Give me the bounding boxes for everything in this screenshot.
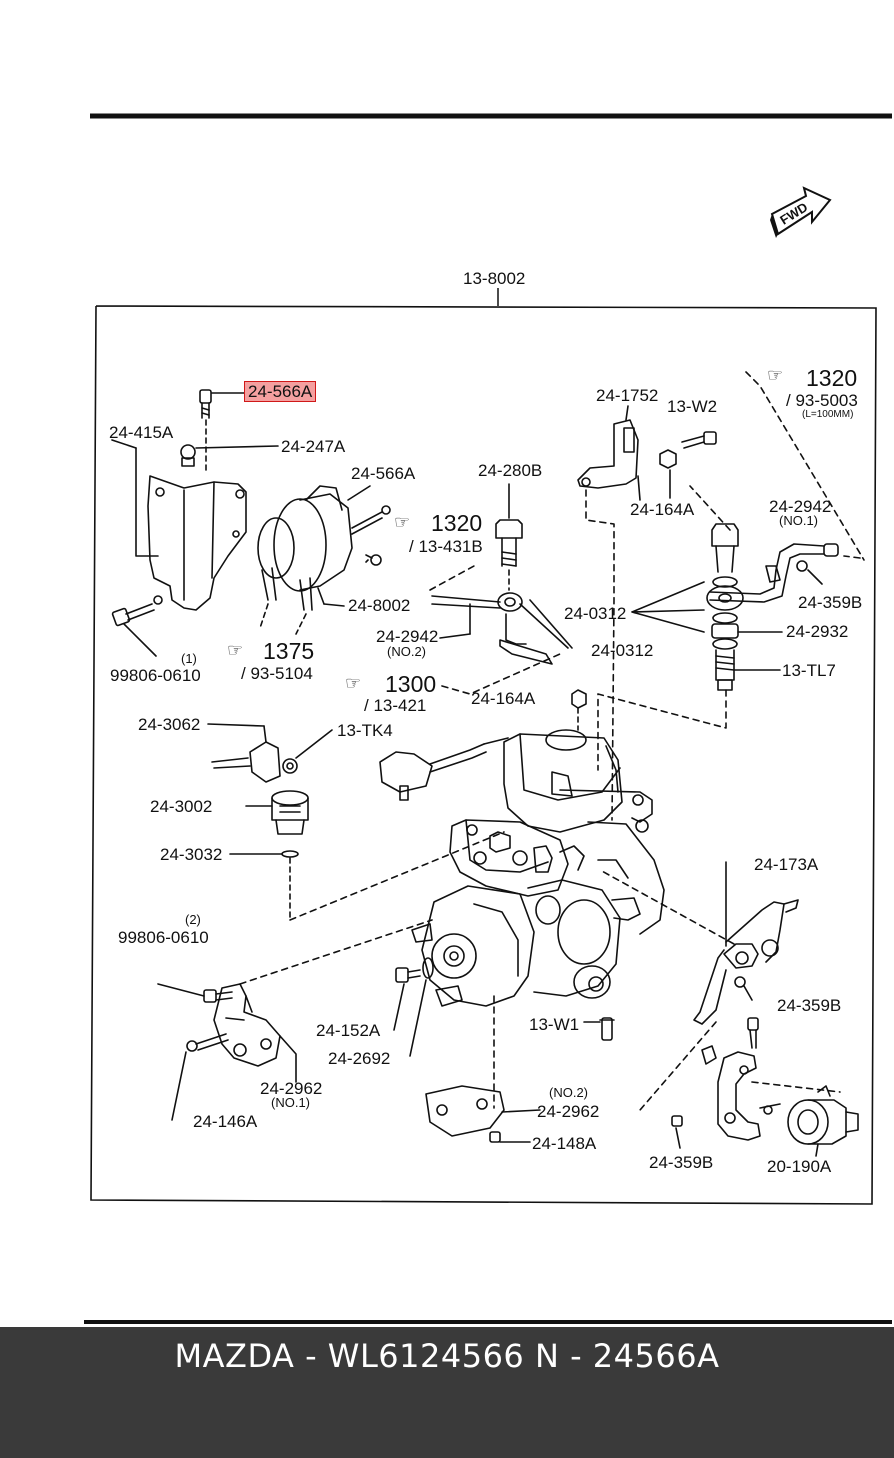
part-label-24-2932: 24-2932: [786, 622, 849, 641]
part-label-no1-a: (NO.1): [779, 513, 818, 528]
part-label-99806-0610-1: 99806-0610: [110, 666, 201, 685]
highlighted-part-24-566A[interactable]: 24-566A: [244, 381, 317, 402]
part-label-24-152A: 24-152A: [316, 1021, 381, 1040]
part-label-24-164A-top: 24-164A: [630, 500, 695, 519]
part-label-24-2942-no2: 24-2942: [376, 627, 439, 646]
part-label-13-TL7: 13-TL7: [782, 661, 836, 680]
part-label-24-146A: 24-146A: [193, 1112, 258, 1131]
part-label-24-0312-b: 24-0312: [591, 641, 654, 660]
part-label-24-359B-top: 24-359B: [798, 593, 863, 612]
part-label-24-415A: 24-415A: [109, 423, 174, 442]
hand-pointer-icon: ☞: [227, 640, 244, 661]
part-label-24-566A: 24-566A: [351, 464, 416, 483]
part-label-24-1752: 24-1752: [596, 386, 659, 405]
part-label-24-2942-no1: 24-2942: [769, 497, 832, 516]
part-label-24-2962-no2: 24-2962: [537, 1102, 600, 1121]
part-label-13-TK4: 13-TK4: [337, 721, 393, 740]
part-label-99806-0610-2: 99806-0610: [118, 928, 209, 947]
hand-pointer-icon: ☞: [345, 673, 362, 694]
hand-pointer-icon: ☞: [394, 512, 411, 533]
qty-label-1: (1): [181, 651, 197, 666]
fwd-arrow-icon: [770, 186, 832, 238]
part-label-24-148A: 24-148A: [532, 1134, 597, 1153]
part-label-24-3062: 24-3062: [138, 715, 201, 734]
part-label-20-190A: 20-190A: [767, 1157, 832, 1176]
part-label-no2-b: (NO.2): [549, 1085, 588, 1100]
part-label-24-2692: 24-2692: [328, 1049, 391, 1068]
group-number-label: 13-8002: [463, 269, 526, 288]
part-label-no1-b: (NO.1): [271, 1095, 310, 1110]
part-label-24-2962-no1: 24-2962: [260, 1079, 323, 1098]
ref-number-1320-b: 1320: [431, 510, 483, 536]
part-label-24-359B-mid: 24-359B: [777, 996, 842, 1015]
part-label-24-359B-bot: 24-359B: [649, 1153, 714, 1172]
hand-pointer-icon: ☞: [767, 365, 784, 386]
part-label-24-247A: 24-247A: [281, 437, 346, 456]
part-label-24-8002: 24-8002: [348, 596, 411, 615]
part-label-13-W2: 13-W2: [667, 397, 718, 416]
part-label-24-280B: 24-280B: [478, 461, 543, 480]
ref-sub-93-5003: / 93-5003: [786, 391, 858, 410]
ref-sub-13-431B: / 13-431B: [409, 537, 483, 556]
footer-text: MAZDA - WL6124566 N - 24566A: [174, 1336, 720, 1375]
ref-number-1320-a: 1320: [806, 365, 858, 391]
part-label-13-W1: 13-W1: [529, 1015, 580, 1034]
part-label-24-3002: 24-3002: [150, 797, 213, 816]
diagram-frame: [90, 305, 877, 1205]
part-label-no2-a: (NO.2): [387, 644, 426, 659]
part-label-24-164A-mid: 24-164A: [471, 689, 536, 708]
part-number-footer: MAZDA - WL6124566 N - 24566A: [0, 1327, 894, 1458]
ref-number-1375: 1375: [263, 638, 315, 664]
part-label-24-173A: 24-173A: [754, 855, 819, 874]
ref-number-1300: 1300: [385, 671, 437, 697]
ref-sub-13-421: / 13-421: [364, 696, 427, 715]
part-label-24-3032: 24-3032: [160, 845, 223, 864]
ref-sub-93-5104: / 93-5104: [241, 664, 313, 683]
ref-note-length: (L=100MM): [802, 409, 854, 420]
qty-label-2: (2): [185, 912, 201, 927]
part-label-24-0312-a: 24-0312: [564, 604, 627, 623]
